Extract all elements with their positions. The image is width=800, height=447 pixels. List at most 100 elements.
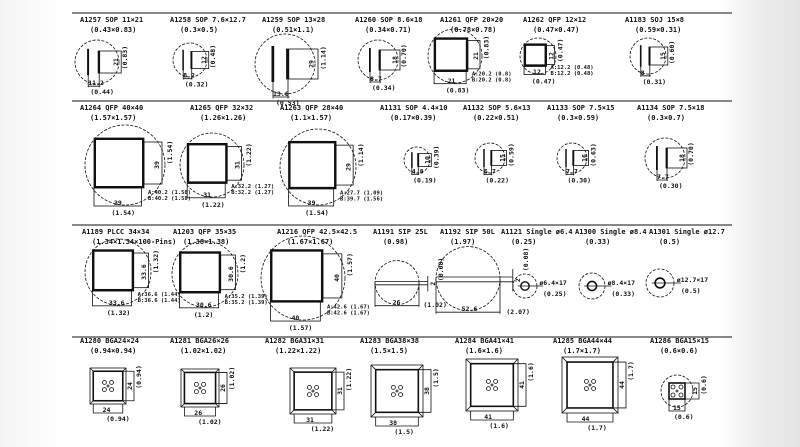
- dimension-label: (1.6): [527, 362, 535, 382]
- dimension-label: (1.57): [346, 253, 354, 276]
- dimension-label: 39: [153, 161, 161, 169]
- dimension-label: 11.2: [88, 79, 104, 87]
- dimension-label: (1.54): [112, 209, 135, 217]
- dimension-label: (0.83): [483, 36, 491, 59]
- nozzle-outline: [519, 37, 557, 75]
- nozzle-size-inches: (0.33): [585, 238, 610, 246]
- nozzle-outline: [474, 142, 506, 174]
- dimension-label: 12: [200, 56, 208, 64]
- nozzle-title: A1264 QFP 40×40: [80, 104, 143, 112]
- nozzle-outline: [171, 240, 239, 308]
- nozzle-qfp-drawing: A1264 QFP 40×40(1.57×1.57)39(1.54)39(1.5…: [80, 104, 191, 217]
- nozzle-title: A1282 BGA31×31: [265, 337, 324, 345]
- nozzle-title: A1131 SOP 4.4×10: [380, 104, 447, 112]
- dimension-label: A:35.2 (1.39): [225, 294, 268, 300]
- nozzle-single-drawing: A1301 Single ø12.7(0.5)ø12.7×17(0.5): [645, 228, 725, 298]
- dimension-label: (0.19): [413, 176, 436, 184]
- dimension-label: (1.22): [311, 425, 334, 433]
- dimension-label: 16: [580, 154, 588, 162]
- nozzle-title: A1286 BGA15×15: [650, 337, 709, 345]
- nozzle-size-inches: (0.51×1.1): [272, 26, 314, 34]
- nozzle-size-inches: (1.6×1.6): [465, 347, 503, 355]
- nozzle-size-inches: (0.34×0.71): [365, 26, 411, 34]
- dimension-label: 52.6: [462, 305, 478, 313]
- nozzle-title: A1121 Single ø6.4: [501, 228, 573, 236]
- nozzle-size-inches: (1.1×1.57): [290, 114, 332, 122]
- nozzle-title: A1283 BGA38×38: [360, 337, 419, 345]
- dimension-label: (0.30): [568, 177, 591, 185]
- nozzle-size-inches: (1.02×1.02): [180, 347, 226, 355]
- dimension-label: (1.14): [320, 46, 328, 69]
- dimension-label: (0.30): [659, 182, 682, 190]
- nozzle-size-inches: (0.43×0.83): [90, 26, 136, 34]
- dimension-label: 5.7: [484, 168, 496, 176]
- nozzle-title: A1183 SOJ 15×8: [625, 16, 684, 24]
- nozzle-title: A1263 QFP 28×40: [280, 104, 343, 112]
- nozzle-size-inches: (1.34×1.34×100-Pins): [92, 238, 176, 246]
- nozzle-title: A1281 BGA26×26: [170, 337, 229, 345]
- dimension-label: 38: [389, 419, 397, 427]
- nozzle-qfp-drawing: A1261 QFP 20×20(0.78×0.78)21(0.83)21(0.8…: [427, 16, 512, 95]
- nozzle-outline: [172, 42, 208, 78]
- nozzle-outline: [403, 146, 431, 174]
- nozzle-title: A1257 SOP 11×21: [80, 16, 143, 24]
- nozzle-size-inches: (0.78×0.78): [450, 26, 496, 34]
- dimension-label: 2: [429, 282, 437, 286]
- dimension-label: B:39.7 (1.56): [340, 197, 383, 203]
- dimension-label: 18: [678, 154, 686, 162]
- dimension-label: 33.6: [109, 299, 125, 307]
- dimension-label: ø12.7×17: [677, 276, 708, 284]
- dimension-label: 40: [333, 274, 341, 282]
- dimension-label: 44: [582, 415, 590, 423]
- dimension-label: (0.34): [372, 84, 395, 92]
- nozzle-title: A1216 QFP 42.5×42.5: [277, 228, 357, 236]
- dimension-label: 26: [194, 409, 202, 417]
- nozzle-title: A1261 QFP 20×20: [440, 16, 503, 24]
- dimension-label: 41: [484, 413, 492, 421]
- dimension-label: (0.59): [507, 143, 515, 166]
- nozzle-title: A1285 BGA44×44: [553, 337, 612, 345]
- nozzle-size-inches: (0.17×0.39): [390, 114, 436, 122]
- nozzle-size-inches: (0.6×0.6): [660, 347, 698, 355]
- nozzle-bga-drawing: A1283 BGA38×38(1.5×1.5)38(1.5)38(1.5): [360, 337, 440, 436]
- dimension-label: (0.63): [589, 143, 597, 166]
- nozzle-size-inches: (0.5): [659, 238, 680, 246]
- dimension-label: (1.2): [239, 254, 247, 274]
- nozzle-size-inches: (0.98): [383, 238, 408, 246]
- nozzle-size-inches: (1.67×1.67): [287, 238, 333, 246]
- dimension-label: 44: [618, 381, 626, 389]
- nozzle-qfp-drawing: A1189 PLCC 34×34(1.34×1.34×100-Pins)33.6…: [82, 228, 181, 317]
- dimension-label: 26: [393, 299, 401, 307]
- dimension-label: 38: [423, 387, 431, 395]
- nozzle-title: A1203 QFP 35×35: [173, 228, 236, 236]
- dimension-label: ø8.4×17: [608, 279, 635, 287]
- dimension-label: 8: [641, 69, 645, 77]
- dimension-label: B:35.2 (1.39): [225, 300, 268, 306]
- dimension-label: 31: [203, 191, 211, 199]
- dimension-label: (1.32): [107, 309, 130, 317]
- nozzle-sop-drawing: A1259 SOP 13×28(0.51×1.1)29(1.14)13.6(0.…: [254, 16, 328, 107]
- nozzle-sop-drawing: A1258 SOP 7.6×12.7(0.3×0.5)12(0.48)8.2(0…: [170, 16, 246, 89]
- dimension-label: 13.6: [273, 90, 289, 98]
- dimension-label: B:12.2 (0.48): [551, 71, 594, 77]
- dimension-label: (0.47): [532, 77, 555, 85]
- nozzle-qfp-drawing: A1263 QFP 28×40(1.1×1.57)29(1.14)39(1.54…: [279, 104, 383, 217]
- nozzle-sop-drawing: A1257 SOP 11×21(0.43×0.83)21(0.83)11.2(0…: [74, 16, 143, 96]
- dimension-label: (1.54): [305, 209, 328, 217]
- dimension-label: (1.02): [423, 301, 446, 309]
- nozzle-title: A1300 Single ø8.4: [575, 228, 647, 236]
- dimension-label: (0.83): [121, 46, 129, 69]
- nozzle-title: A1265 QFP 32×32: [190, 104, 253, 112]
- dimension-label: A:20.2 (0.8): [472, 72, 512, 78]
- dimension-label: 29: [344, 163, 352, 171]
- nozzle-size-inches: (0.59×0.31): [635, 26, 681, 34]
- nozzle-outline: [84, 124, 166, 206]
- nozzle-title: A1262 QFP 12×12: [523, 16, 586, 24]
- dimension-label: B:42.6 (1.67): [327, 310, 370, 316]
- nozzle-outline: [561, 356, 619, 414]
- dimension-label: 33.6: [140, 264, 148, 280]
- nozzle-outline: [660, 374, 694, 408]
- nozzle-qfp-drawing: A1216 QFP 42.5×42.5(1.67×1.67)40(1.57)40…: [260, 228, 370, 332]
- dimension-label: 18: [391, 56, 399, 64]
- nozzle-title: A1192 SIP 50L: [440, 228, 495, 236]
